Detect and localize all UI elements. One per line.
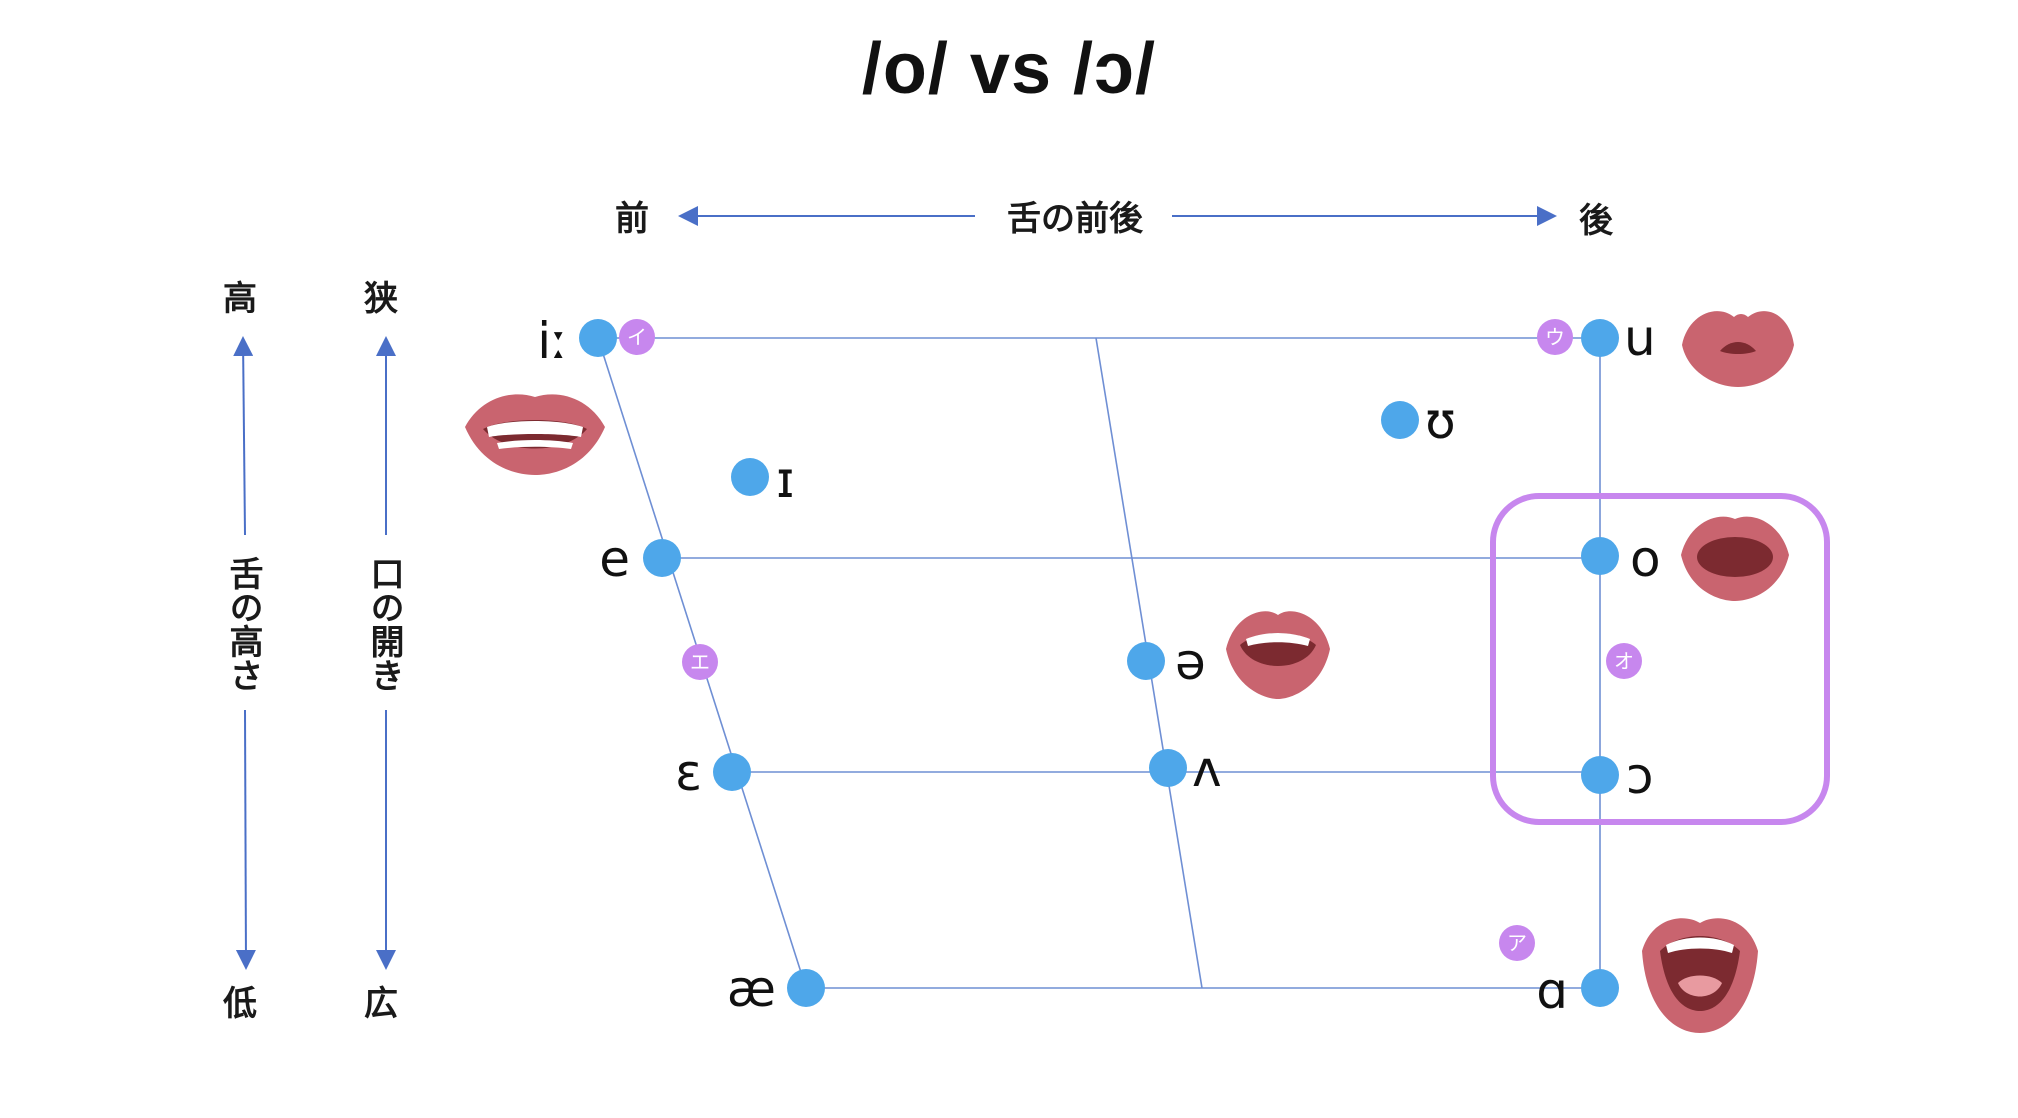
vowel-dot-open-o xyxy=(1581,756,1619,794)
close-label: 狭 xyxy=(364,279,398,319)
vowel-symbol-ash: æ xyxy=(727,960,776,1018)
kana-marker-o: オ xyxy=(1606,643,1642,679)
vowel-dot-e xyxy=(643,539,681,577)
kana-text-i: イ xyxy=(627,325,647,349)
kana-marker-i: イ xyxy=(619,319,655,355)
vowel-dots xyxy=(579,319,1619,1007)
vowel-dot-epsilon xyxy=(713,753,751,791)
vowel-symbol-wedge: ʌ xyxy=(1192,740,1222,798)
vowel-dot-upsilon xyxy=(1381,401,1419,439)
vowel-dot-schwa xyxy=(1127,642,1165,680)
kana-text-u: ウ xyxy=(1545,325,1565,349)
vowel-symbol-epsilon: ɛ xyxy=(675,744,702,802)
mouth-neutral-open-icon xyxy=(1226,611,1330,699)
vowel-dot-o xyxy=(1581,537,1619,575)
kana-marker-a: ア xyxy=(1499,925,1535,961)
vowel-dot-wedge xyxy=(1149,749,1187,787)
low-label: 低 xyxy=(223,984,257,1024)
open-label: 広 xyxy=(364,984,398,1024)
tongue-height-label: 舌の高さ xyxy=(223,556,263,692)
kana-marker-e: エ xyxy=(682,644,718,680)
vowel-symbol-o: o xyxy=(1630,530,1661,588)
kana-text-o: オ xyxy=(1614,649,1634,673)
vowel-symbol-u: u xyxy=(1624,309,1656,367)
o-vs-open-o-highlight xyxy=(1490,493,1830,825)
kana-marker-u: ウ xyxy=(1537,319,1573,355)
kana-text-a: ア xyxy=(1507,931,1527,955)
vowel-symbol-script-a: ɑ xyxy=(1536,962,1568,1020)
mouth-spread-icon xyxy=(465,394,605,475)
mouth-rounded-icon xyxy=(1682,311,1794,387)
vowel-dot-script-a xyxy=(1581,969,1619,1007)
tongue-front-back-label: 舌の前後 xyxy=(1007,199,1144,239)
low-arrow xyxy=(235,709,256,970)
high-label: 高 xyxy=(223,279,257,319)
slide-title: /o/ vs /ɔ/ xyxy=(861,29,1157,109)
back-label: 後 xyxy=(1579,201,1614,241)
vowel-dot-u xyxy=(1581,319,1619,357)
vowel-symbol-e: e xyxy=(599,530,630,588)
vowel-dot-small-i xyxy=(731,458,769,496)
front-label: 前 xyxy=(615,199,649,239)
vowel-symbol-upsilon: ʊ xyxy=(1425,392,1456,450)
mouth-wide-open-icon xyxy=(1642,918,1758,1033)
vowel-symbol-open-o: ɔ xyxy=(1626,747,1653,805)
kana-text-e: エ xyxy=(690,650,710,674)
vowel-symbol-i-long: iː xyxy=(537,312,568,370)
vowel-symbol-small-i: ɪ xyxy=(776,451,795,509)
high-arrow xyxy=(233,336,254,536)
mouth-round-open-icon xyxy=(1681,516,1789,601)
mouth-opening-label: 口の開き xyxy=(364,556,404,692)
vowel-dot-ash xyxy=(787,969,825,1007)
vowel-symbol-schwa: ə xyxy=(1175,633,1206,691)
vowel-dot-i-long xyxy=(579,319,617,357)
